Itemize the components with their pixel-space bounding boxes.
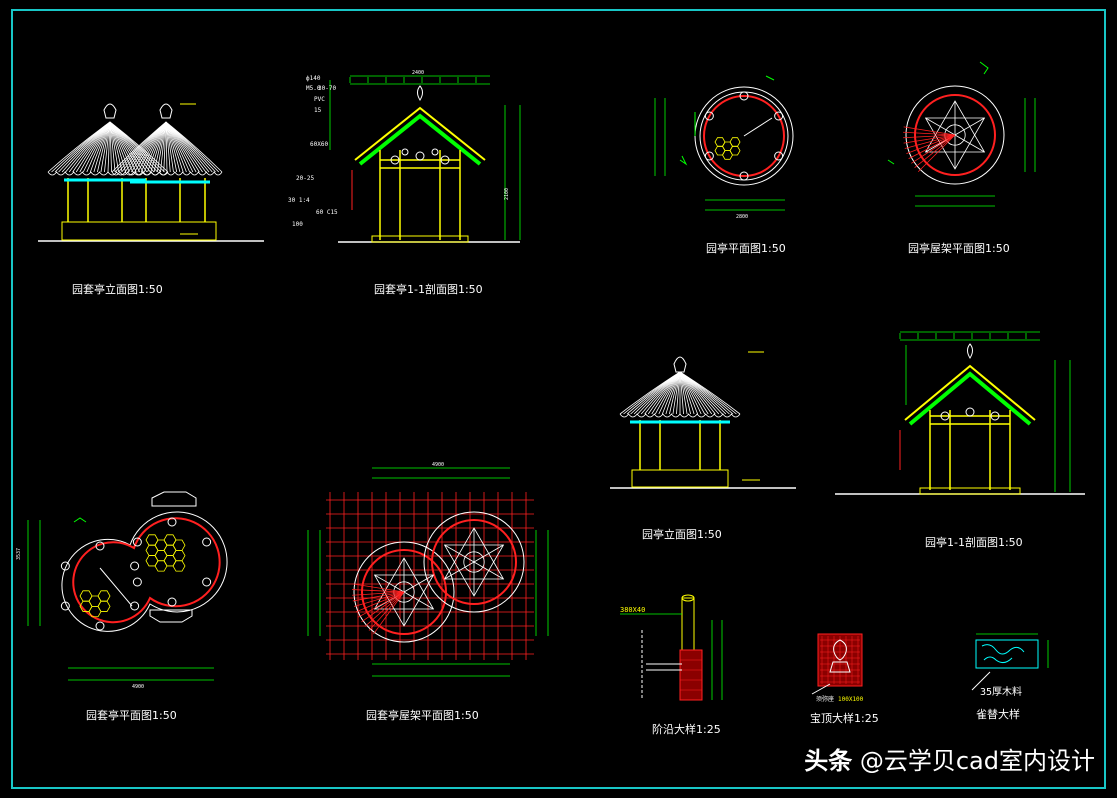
watermark-account: @云学贝cad室内设计 <box>859 747 1095 775</box>
section-label-range: 30-70 <box>318 85 336 92</box>
caption-twin-roof-plan: 园套亭屋架平面图1:50 <box>366 709 479 722</box>
step-detail: 380X40 <box>620 594 723 701</box>
roof2-dim-4900: 4900 <box>432 462 444 468</box>
caption-twin-plan: 园套亭平面图1:50 <box>86 709 177 722</box>
section-label-phi: ф140 <box>306 75 321 82</box>
round-pavilion-roof-plan <box>887 61 1036 207</box>
caption-finial-detail: 宝顶大样1:25 <box>810 712 879 725</box>
caption-twin-elevation: 园套亭立面图1:50 <box>72 283 163 296</box>
round-pavilion-section <box>835 331 1085 495</box>
finial-label-side: 须弥座 <box>816 695 834 703</box>
section-label-c15: 60 C15 <box>316 209 338 216</box>
bracket-label-thick: 35厚木料 <box>980 685 1022 698</box>
watermark: 头条 @云学贝cad室内设计 <box>804 741 1095 776</box>
round-pavilion-elevation <box>610 351 796 489</box>
caption-round-section: 园亭1-1剖面图1:50 <box>925 536 1023 549</box>
step-label-380: 380X40 <box>620 606 645 614</box>
section-label-pvc: PVC <box>314 96 325 103</box>
twin-pavilion-roof-plan: 4900 <box>307 462 549 677</box>
caption-round-plan: 园亭平面图1:50 <box>706 242 786 255</box>
plan2-dim-3537: 3537 <box>16 548 22 560</box>
twin-pavilion-section: ф140 M5.0 30-70 PVC 15 60X60 20-25 30 1:… <box>288 70 521 243</box>
section-label-fifteen: 15 <box>314 107 322 114</box>
bracket-detail: 35厚木料 <box>971 633 1049 698</box>
section-label-m50: M5.0 <box>306 85 321 92</box>
sheet-border <box>11 9 1106 789</box>
section-label-hundred: 100 <box>292 221 303 228</box>
twin-pavilion-elevation <box>38 103 264 242</box>
section-dim-2400: 2400 <box>412 70 424 76</box>
caption-round-elevation: 园亭立面图1:50 <box>642 528 722 541</box>
caption-round-roof-plan: 园亭屋架平面图1:50 <box>908 242 1010 255</box>
caption-twin-section: 园套亭1-1剖面图1:50 <box>374 283 483 296</box>
finial-detail: 须弥座 100X100 <box>811 633 864 703</box>
twin-pavilion-plan: 4900 3537 <box>16 491 228 690</box>
caption-step-detail: 阶沿大样1:25 <box>652 723 721 736</box>
watermark-brand: 头条 <box>804 747 853 775</box>
section-label-sixty: 60X60 <box>310 141 328 148</box>
section-label-2025: 20-25 <box>296 175 314 182</box>
finial-label-100: 100X100 <box>838 696 864 703</box>
caption-bracket-detail: 雀替大样 <box>976 708 1020 721</box>
round-pavilion-plan: 2800 <box>654 75 794 220</box>
plan2-dim-4900: 4900 <box>132 684 144 690</box>
plan-dim-2800: 2800 <box>736 214 748 220</box>
section-dim-2100: 2100 <box>504 188 510 200</box>
section-label-mix: 30 1:4 <box>288 197 310 204</box>
